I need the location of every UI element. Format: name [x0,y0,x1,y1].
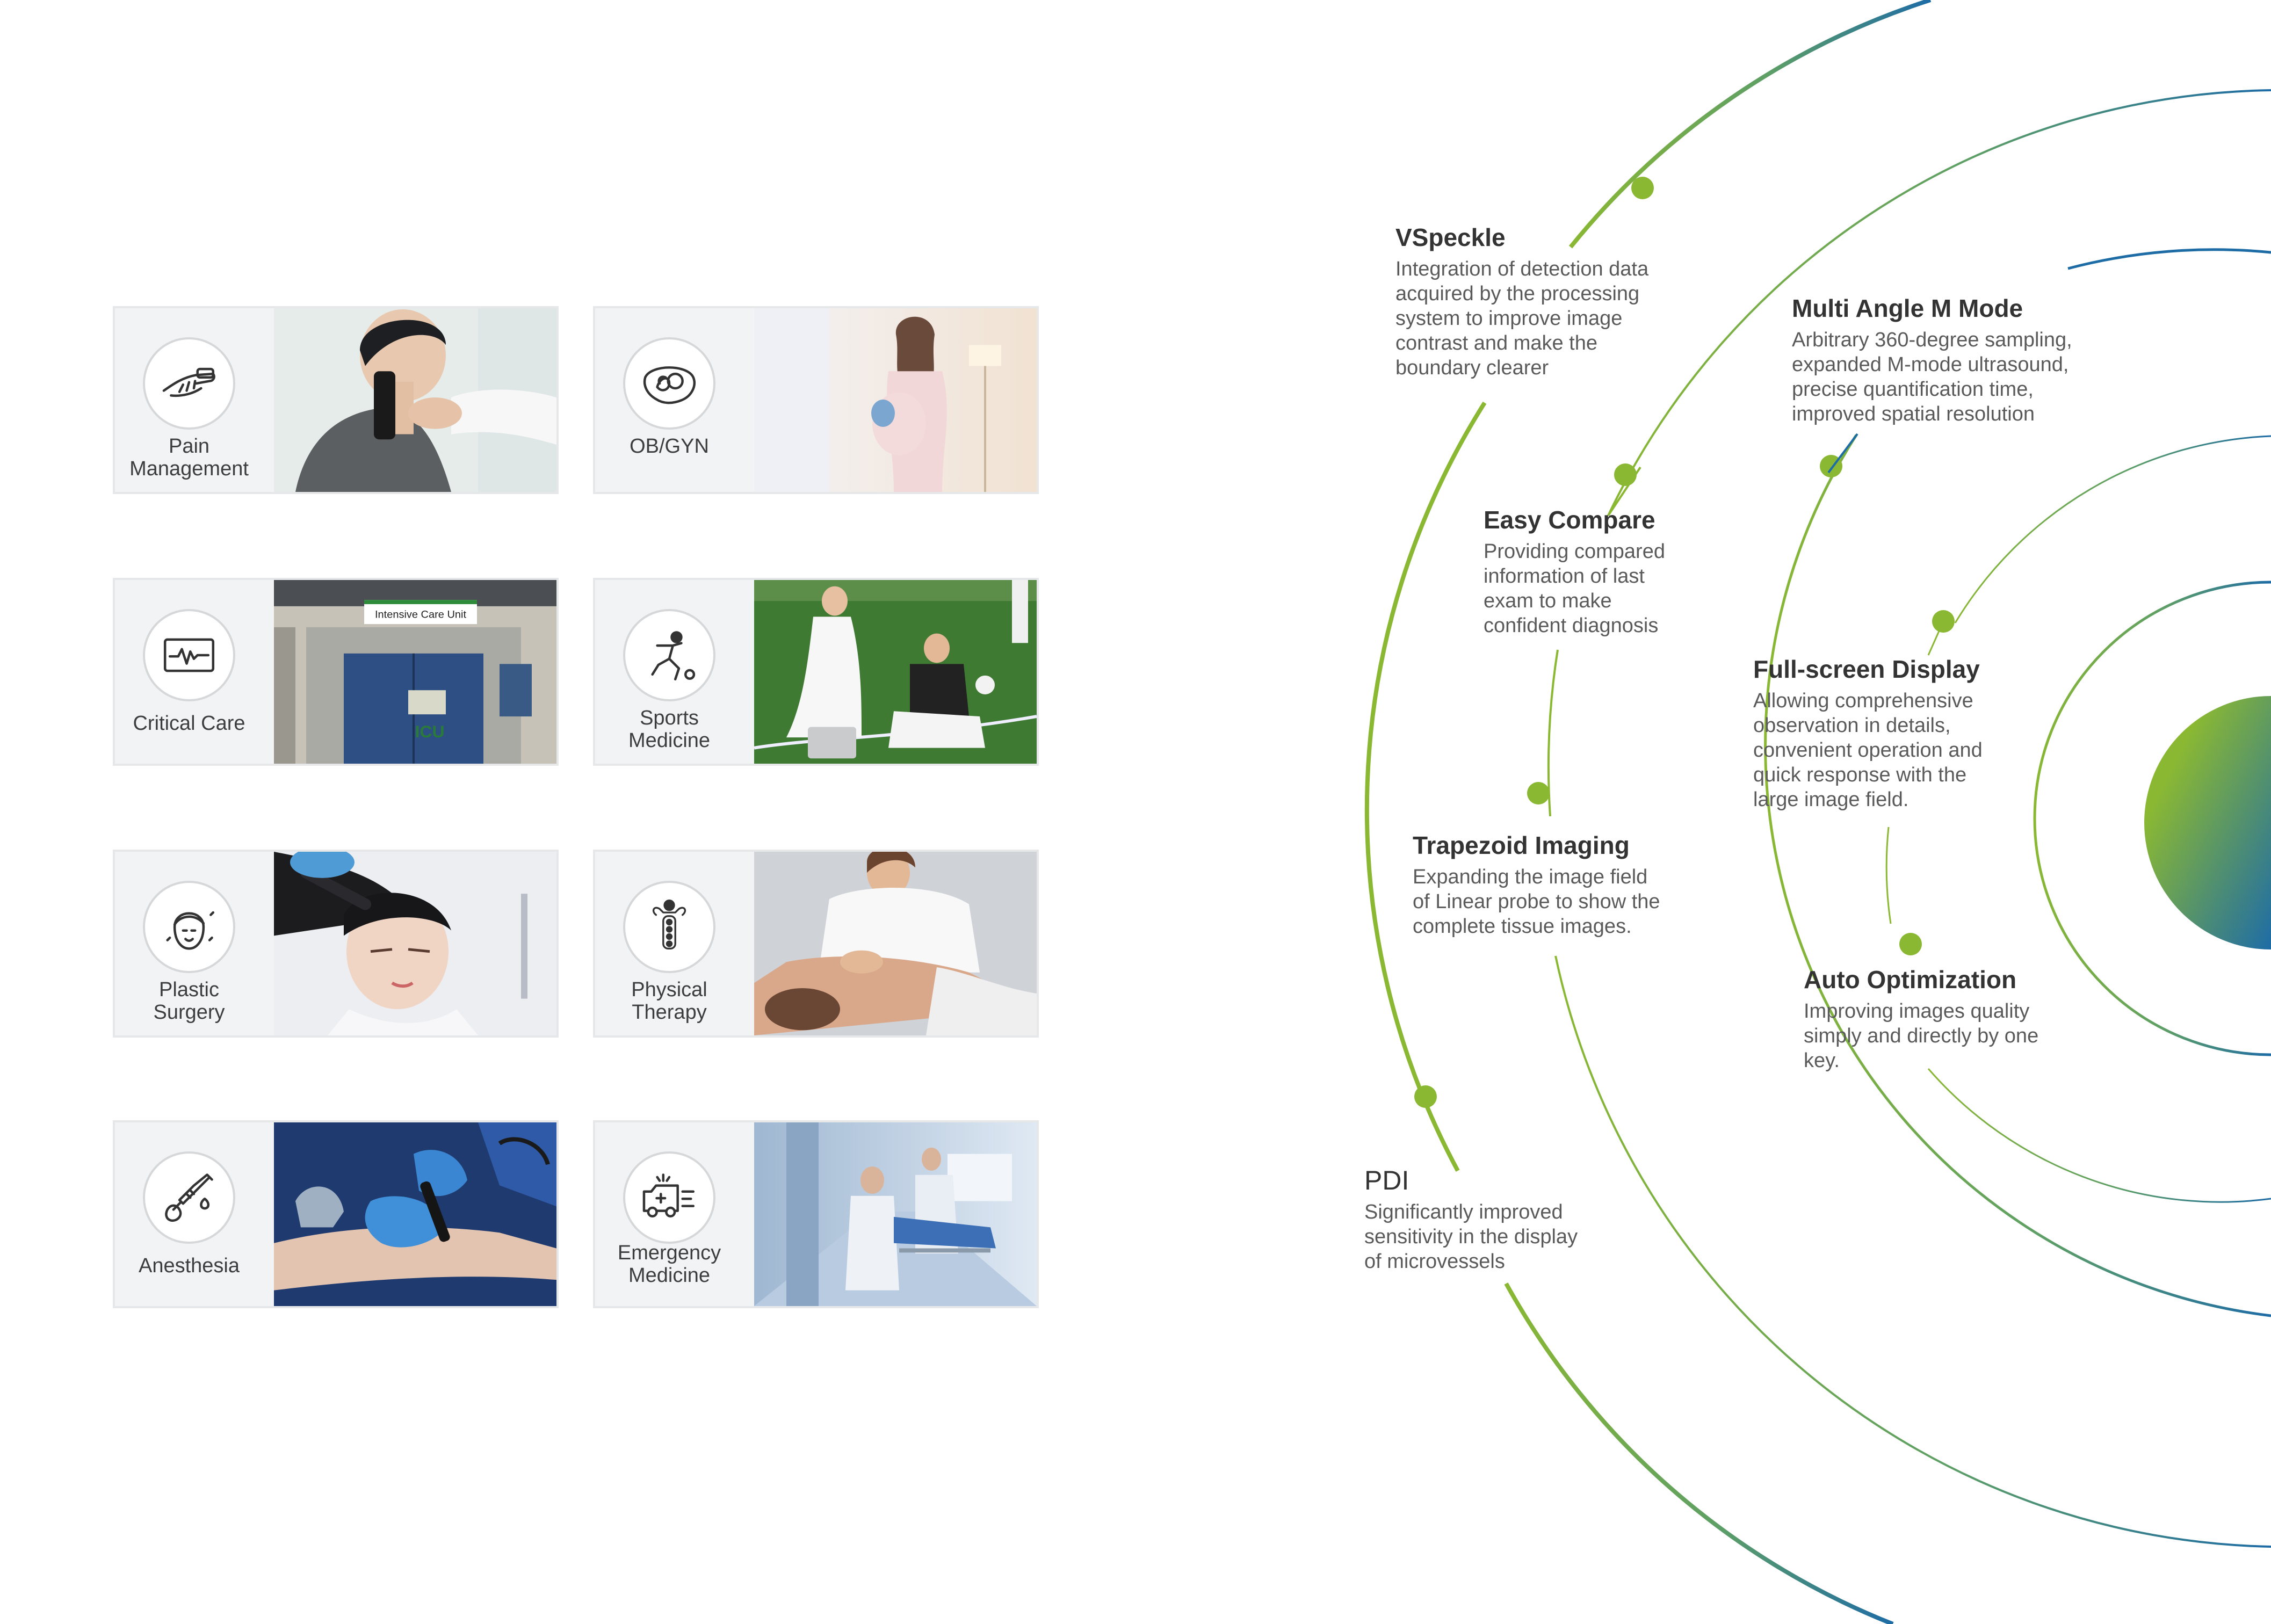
feature-description: Providing compared information of last e… [1484,540,1665,637]
fourth-arc-top [1954,435,2271,624]
auto-optimization-node-dot [1899,933,1922,955]
second-arc-bottom [1554,955,2271,1548]
feature-description: Arbitrary 360-degree sampling, expanded … [1792,329,2072,425]
fourth-arc-link [1885,827,1892,924]
application-label: Emergency Medicine [617,1242,721,1287]
feature-description: Integration of detection data acquired b… [1395,258,1649,379]
full-screen-connector [1927,621,1944,656]
icon-panel: Critical Care [115,580,274,764]
third-arc-top [2067,248,2271,270]
application-card-physical-therapy: Physical Therapy [593,850,1039,1038]
feature-description: Allowing comprehensive observation in de… [1753,690,1983,811]
feature-title: VSpeckle [1395,223,1506,251]
feature-pdi: PDI Significantly improved sensitivity i… [1364,1165,1578,1274]
pdi-node-dot [1414,1085,1437,1108]
application-label: Anesthesia [138,1255,240,1277]
application-card-sports-medicine: Sports Medicine [593,578,1039,766]
soccer-player-icon [623,609,715,701]
feature-title: Full-screen Display [1753,655,1980,683]
icon-panel: Emergency Medicine [595,1122,754,1306]
feature-title: Auto Optimization [1804,966,2017,994]
shoulder-massage-photo [754,852,1037,1035]
feature-title: Multi Angle M Mode [1792,294,2023,322]
center-half-disc [2144,696,2271,949]
feature-auto-optimization: Auto Optimization Improving images quali… [1804,965,2038,1073]
hospital-corridor-stretcher-photo [754,1122,1037,1306]
fetus-icon [623,337,715,430]
third-arc-body [1764,434,2271,1317]
easy-compare-connector [1607,466,1641,517]
multi-angle-connector [1827,433,1858,474]
feature-vspeckle: VSpeckle Integration of detection data a… [1395,222,1648,380]
face-icon [143,881,235,973]
application-card-pain-management: Pain Management [113,306,559,494]
hand-probe-icon [143,337,235,430]
feature-description: Significantly improved sensitivity in th… [1364,1201,1578,1273]
spine-icon [623,881,715,973]
outer-arc-bottom [1504,1282,1894,1624]
arm-nerve-block-photo [274,1122,556,1306]
feature-description: Expanding the image field of Linear prob… [1413,866,1660,938]
outer-arc-middle [1364,401,1487,1172]
icon-panel: Anesthesia [115,1122,274,1306]
pregnant-woman-photo [754,308,1037,492]
feature-multi-angle-m-mode: Multi Angle M Mode Arbitrary 360-degree … [1792,293,2072,426]
trapezoid-node-dot [1527,782,1550,804]
application-label: Physical Therapy [631,978,707,1024]
application-label: Critical Care [133,712,245,735]
application-label: OB/GYN [630,435,709,458]
application-card-plastic-surgery: Plastic Surgery [113,850,559,1038]
feature-full-screen-display: Full-screen Display Allowing comprehensi… [1753,654,1983,812]
second-arc-top [1607,89,2271,516]
feature-trapezoid-imaging: Trapezoid Imaging Expanding the image fi… [1413,830,1660,939]
ambulance-icon [623,1151,715,1244]
icon-panel: Sports Medicine [595,580,754,764]
second-arc-link [1547,649,1559,817]
syringe-hand-icon [143,1151,235,1244]
icu-door-text: ICU [415,722,444,741]
application-label: Plastic Surgery [153,978,225,1024]
facial-treatment-photo [274,852,556,1035]
feature-description: Improving images quality simply and dire… [1804,1000,2039,1072]
heart-monitor-icon [143,609,235,701]
application-label: Pain Management [129,435,249,480]
feature-title: Trapezoid Imaging [1413,831,1630,859]
icu-sign-text: Intensive Care Unit [375,609,467,621]
icon-panel: OB/GYN [595,308,754,492]
icon-panel: Physical Therapy [595,852,754,1035]
icon-panel: Pain Management [115,308,274,492]
soccer-field-injury-photo [754,580,1037,764]
feature-easy-compare: Easy Compare Providing compared informat… [1484,505,1665,638]
feature-title: Easy Compare [1484,506,1655,534]
fourth-arc-bottom [1927,1068,2271,1203]
neck-ultrasound-scan-photo [274,308,556,492]
application-card-ob-gyn: OB/GYN [593,306,1039,494]
application-card-anesthesia: Anesthesia [113,1120,559,1308]
application-card-critical-care: Critical Care Intensive Care Unit ICU [113,578,559,766]
application-label: Sports Medicine [628,707,711,752]
easy-compare-node-dot [1614,463,1637,486]
feature-title: PDI [1364,1165,1409,1195]
outer-arc-top [1568,0,1932,249]
icon-panel: Plastic Surgery [115,852,274,1035]
application-card-emergency-medicine: Emergency Medicine [593,1120,1039,1308]
vspeckle-node-dot [1631,177,1654,199]
intensive-care-unit-door-photo: Intensive Care Unit ICU [274,580,556,764]
fifth-arc [2033,581,2271,1056]
